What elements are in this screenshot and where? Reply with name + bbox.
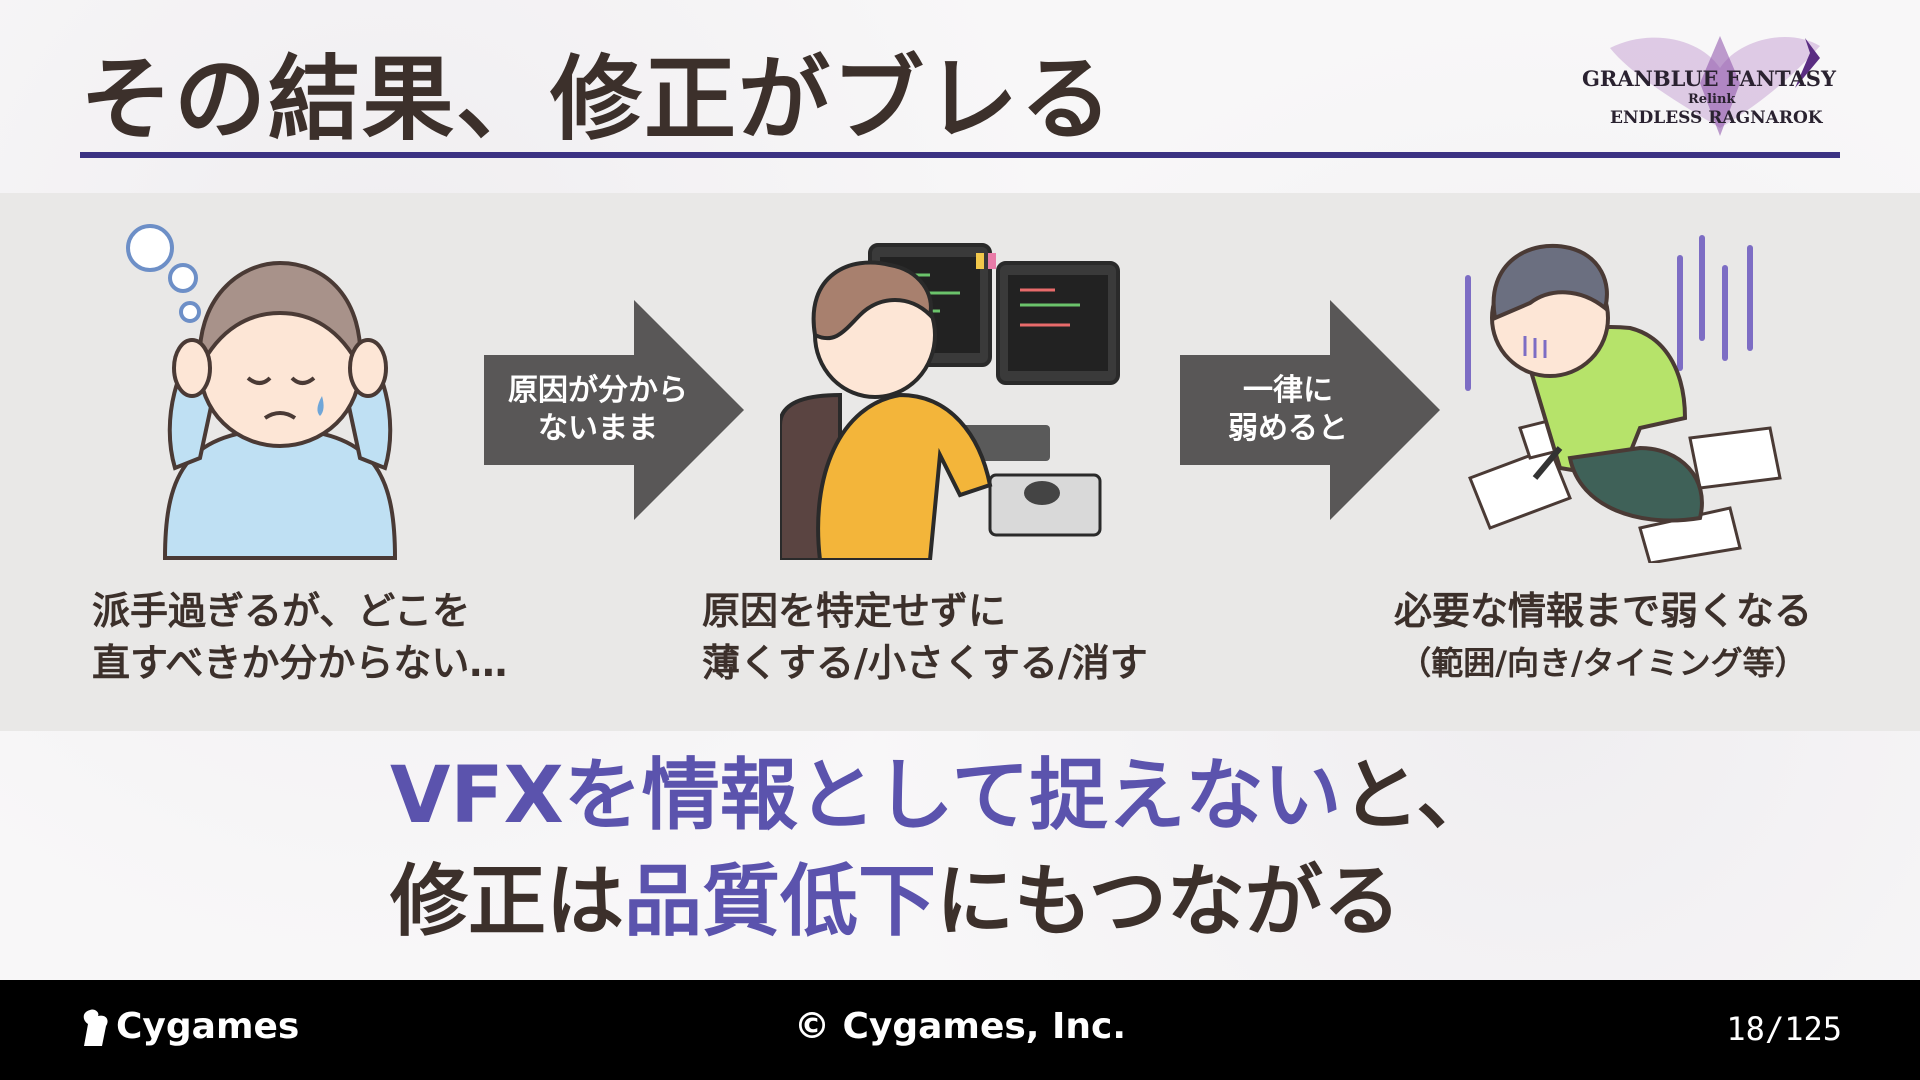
- step-3-caption-line2: （範囲/向き/タイミング等）: [1399, 644, 1807, 682]
- logo-line3: ENDLESS RAGNAROK: [1610, 108, 1823, 128]
- thought-cloud-icon: [126, 224, 201, 323]
- key-message-accent-2: 品質低下: [624, 857, 937, 947]
- arrow-2-line2: 弱めると: [1228, 411, 1348, 446]
- depressed-person-illustration: [1465, 235, 1782, 563]
- flow-arrow-1-label: 原因が分から ないまま: [484, 372, 712, 448]
- cygames-logo-icon: [83, 1009, 108, 1046]
- key-message-accent-1: VFXを情報として捉えない: [390, 751, 1342, 841]
- arrow-1-line2: ないまま: [538, 411, 658, 446]
- footer-brand-text: Cygames: [116, 1006, 300, 1047]
- flow-arrow-2-label: 一律に 弱めると: [1180, 372, 1396, 448]
- game-logo: GRANBLUE FANTASY Relink ENDLESS RAGNAROK: [1570, 28, 1840, 140]
- page-number: 18/125: [1726, 1010, 1842, 1048]
- key-message-pre-2: 修正は: [390, 857, 625, 947]
- title-underline: [80, 152, 1840, 158]
- step-2-caption-line1: 原因を特定せずに: [702, 589, 1007, 633]
- logo-line1: GRANBLUE FANTASY: [1582, 66, 1836, 91]
- slide-title: その結果、修正がブレる: [80, 46, 1115, 153]
- key-message-line2: 修正は品質低下にもつながる: [390, 852, 1401, 952]
- step-1-caption: 派手過ぎるが、どこを 直すべきか分からない…: [92, 585, 507, 689]
- step-3-caption-line1: 必要な情報まで弱くなる: [1393, 589, 1812, 633]
- footer-brand: Cygames: [78, 1002, 299, 1052]
- gloom-lines-icon: [1465, 235, 1753, 391]
- step-2-caption: 原因を特定せずに 薄くする/小さくする/消す: [702, 585, 1148, 689]
- flow-arrow-1: [484, 300, 744, 520]
- key-message-rest-2: にもつながる: [936, 857, 1401, 947]
- key-message-line1: VFXを情報として捉えないと、: [390, 746, 1494, 846]
- arrow-1-line1: 原因が分から: [508, 373, 688, 408]
- step-3-caption: 必要な情報まで弱くなる （範囲/向き/タイミング等）: [1368, 585, 1838, 689]
- logo-line2: Relink: [1688, 92, 1736, 107]
- flow-arrow-2: [1180, 300, 1440, 520]
- step-1-caption-line1: 派手過ぎるが、どこを: [92, 589, 471, 633]
- footer-bar: [0, 980, 1920, 1080]
- logo-ornament-icon: [1610, 36, 1820, 136]
- step-2-caption-line2: 薄くする/小さくする/消す: [702, 641, 1148, 685]
- key-message-rest-1: と、: [1341, 751, 1495, 841]
- footer-copyright: © Cygames, Inc.: [793, 1006, 1127, 1047]
- arrow-2-line1: 一律に: [1243, 373, 1333, 408]
- person-at-computer-illustration: [780, 243, 1120, 560]
- worried-person-illustration: [126, 224, 398, 560]
- step-1-caption-line2: 直すべきか分からない…: [92, 641, 508, 685]
